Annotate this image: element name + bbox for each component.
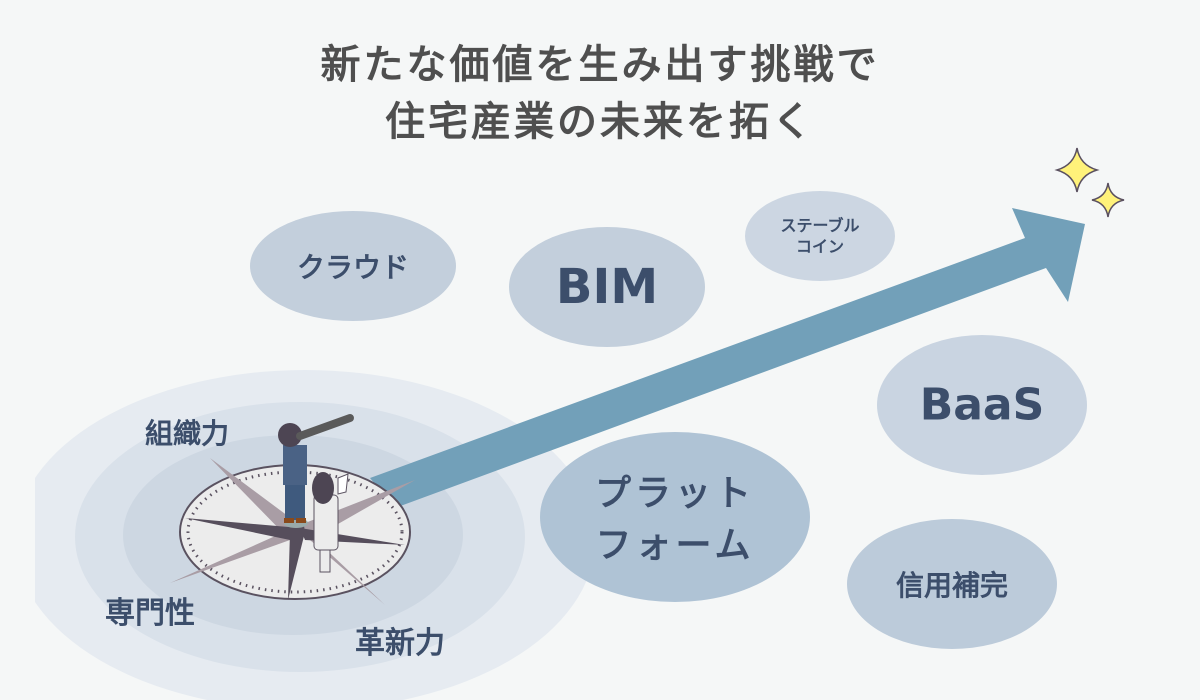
strength-expertise: 専門性 <box>105 596 195 631</box>
person-map-icon <box>312 472 349 573</box>
person-telescope-icon <box>278 414 354 528</box>
bubble-stablecoin <box>745 191 895 281</box>
bubble-label-credit: 信用補完 <box>895 569 1009 602</box>
strength-innovation: 革新力 <box>355 626 445 661</box>
headline-line1: 新たな価値を生み出す挑戦で <box>320 42 880 88</box>
bubble-baas <box>877 335 1087 475</box>
bubble-label-baas: BaaS <box>919 379 1045 431</box>
bubble-credit <box>847 519 1057 649</box>
growth-arrow <box>370 208 1085 508</box>
bubble-cloud <box>250 211 456 321</box>
bubble-bim <box>509 227 705 347</box>
bubble-label-platform: プラット フォーム <box>595 468 755 572</box>
platform-line2: フォーム <box>595 525 755 566</box>
compass-icon <box>170 458 415 605</box>
bubble-label-stablecoin: ステーブル コイン <box>780 215 859 257</box>
stablecoin-line2: コイン <box>795 237 845 256</box>
sparkle-icon <box>1054 147 1125 218</box>
headline-line2: 住宅産業の未来を拓く <box>385 99 815 145</box>
bubble-label-bim: BIM <box>555 259 659 315</box>
stablecoin-line1: ステーブル <box>780 216 860 235</box>
platform-line1: プラット <box>594 473 756 514</box>
bubble-platform <box>540 432 810 602</box>
strength-organization: 組織力 <box>144 417 230 450</box>
bubble-label-cloud: クラウド <box>296 251 410 284</box>
